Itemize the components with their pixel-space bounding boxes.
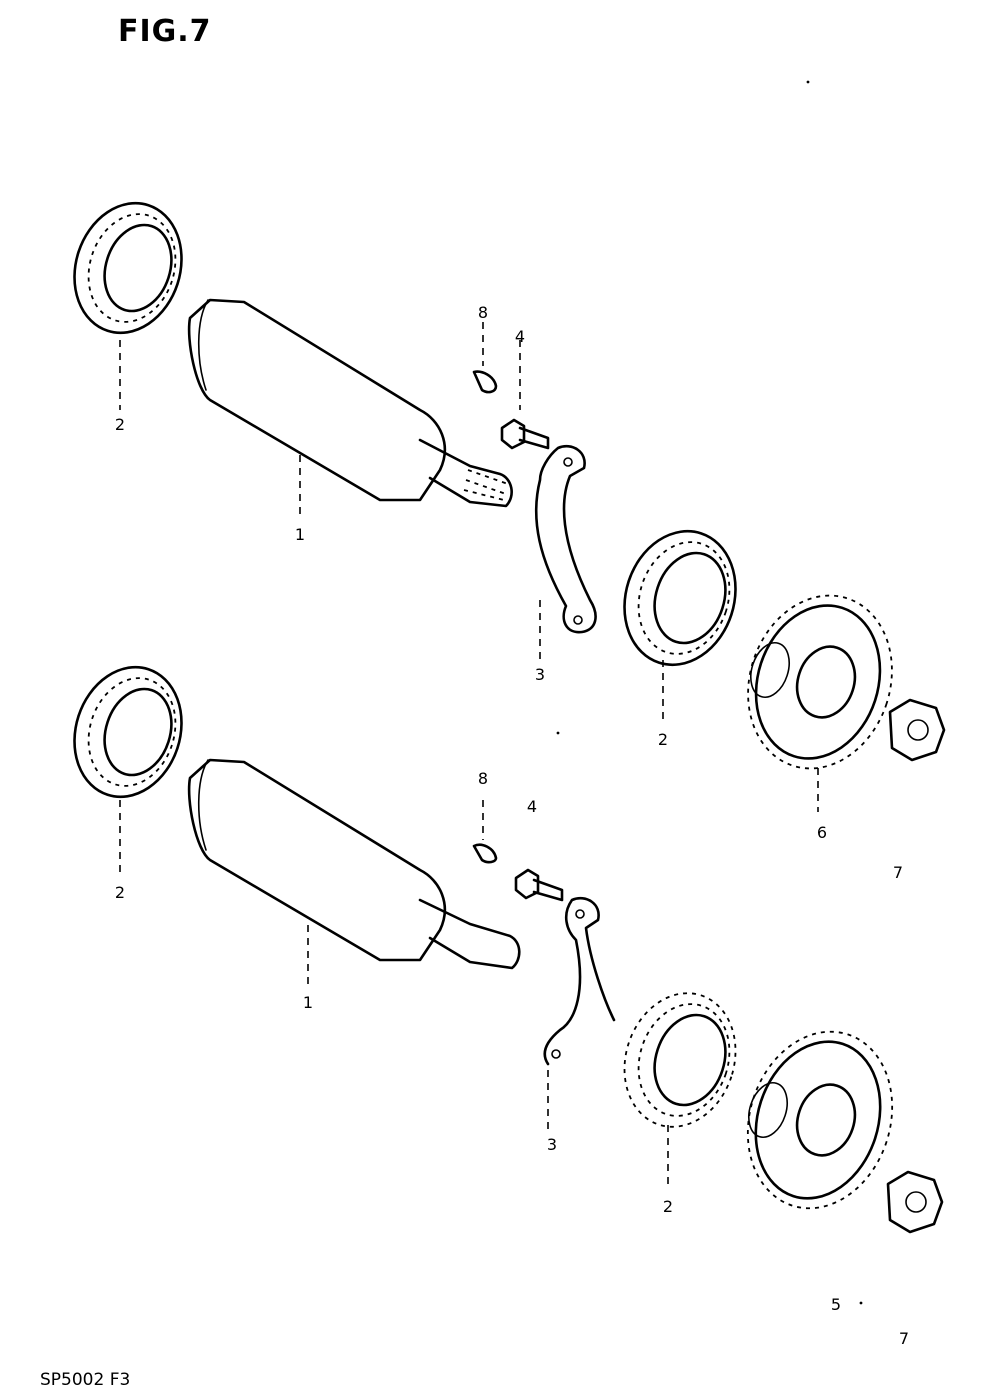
sprocket-bottom bbox=[746, 1030, 894, 1210]
shaft-bottom bbox=[187, 758, 521, 970]
callout-7-lower: 7 bbox=[899, 1329, 909, 1348]
nut-bottom bbox=[886, 1170, 944, 1234]
figure-code: SP5002 F3 bbox=[40, 1370, 131, 1390]
plate-top bbox=[534, 445, 597, 634]
callout-8-top: 8 bbox=[478, 303, 488, 322]
callout-1-bottom: 1 bbox=[303, 993, 313, 1012]
bolt-bottom bbox=[514, 868, 564, 902]
callout-2-bottom-left: 2 bbox=[115, 883, 125, 902]
scan-specks bbox=[556, 80, 863, 1305]
callout-4-bottom: 4 bbox=[527, 797, 537, 816]
callout-3-top: 3 bbox=[535, 665, 545, 684]
top-assembly: 1 2 2 3 4 8 6 bbox=[73, 201, 946, 842]
figure-title: FIG.7 bbox=[118, 14, 212, 49]
nut-top bbox=[888, 698, 946, 762]
bearing-bottom-right bbox=[623, 992, 737, 1128]
bottom-assembly: 1 2 2 3 4 8 7 5 7 bbox=[73, 665, 944, 1348]
bearing-top-right bbox=[623, 529, 737, 667]
callout-3-bottom: 3 bbox=[547, 1135, 557, 1154]
shaft-top bbox=[187, 298, 513, 508]
leader-lines-top bbox=[119, 322, 819, 812]
callout-2-top-left: 2 bbox=[115, 415, 125, 434]
callout-5: 5 bbox=[831, 1295, 841, 1314]
bearing-top-left bbox=[73, 201, 183, 335]
bolt-top bbox=[500, 418, 550, 450]
plate-bottom bbox=[543, 897, 616, 1066]
callout-2-top-right: 2 bbox=[658, 730, 668, 749]
callout-8-bottom: 8 bbox=[478, 769, 488, 788]
callout-6: 6 bbox=[817, 823, 827, 842]
callout-4-top: 4 bbox=[515, 327, 525, 346]
callout-1-top: 1 bbox=[295, 525, 305, 544]
key-top bbox=[472, 370, 498, 394]
key-bottom bbox=[472, 843, 498, 864]
sprocket-top bbox=[747, 594, 893, 770]
leader-lines-bottom bbox=[119, 800, 669, 1190]
callout-2-bottom-right: 2 bbox=[663, 1197, 673, 1216]
callout-7-upper: 7 bbox=[893, 863, 903, 882]
bearing-bottom-left bbox=[73, 665, 183, 799]
